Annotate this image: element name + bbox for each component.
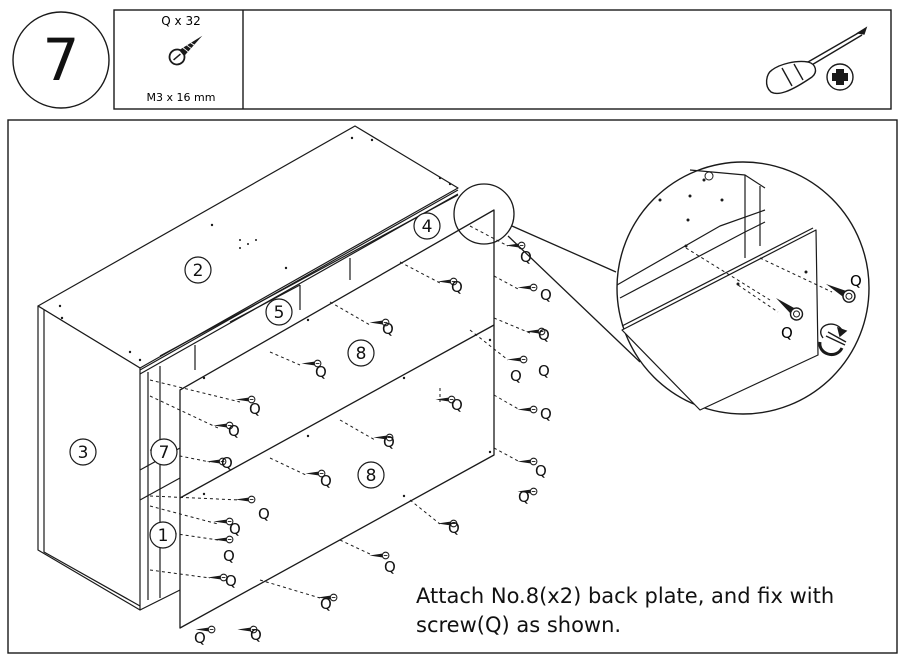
hardware-quantity: Q x 32 xyxy=(161,14,200,28)
screw-label-q: Q xyxy=(258,505,270,523)
hardware-size: M3 x 16 mm xyxy=(147,91,216,104)
screw-label-q: Q xyxy=(510,367,522,385)
top-holes xyxy=(58,136,452,362)
screw-label-q: Q xyxy=(383,433,395,451)
step-circle xyxy=(12,11,110,109)
screw-label-q: Q xyxy=(518,488,530,506)
screw-label-q: Q xyxy=(384,558,396,576)
part-number: 7 xyxy=(159,443,170,463)
screw-label-q: Q xyxy=(538,362,550,380)
screw-labels: Q Q Q Q Q Q Q Q Q Q Q Q Q Q Q Q Q Q Q Q … xyxy=(194,248,552,647)
part-2-callout xyxy=(184,256,212,284)
screw-label-q: Q xyxy=(382,320,394,338)
screw-label-q: Q xyxy=(451,396,463,414)
screw-label-q: Q xyxy=(228,422,240,440)
hardware-box xyxy=(113,9,892,110)
screw-label-q: Q xyxy=(538,326,550,344)
part-number: 2 xyxy=(193,261,204,281)
screw-label-q: Q xyxy=(225,572,237,590)
part-8-callout xyxy=(357,461,385,489)
part-number: 5 xyxy=(274,303,285,323)
back-plates xyxy=(179,209,495,629)
screw-label-q: Q xyxy=(535,462,547,480)
screw-label-q: Q xyxy=(249,400,261,418)
screw-guides xyxy=(149,225,531,599)
part-number: 8 xyxy=(366,466,377,486)
step-number: 7 xyxy=(43,26,80,94)
screw-label-q: Q xyxy=(229,520,241,538)
instruction-line-1: Attach No.8(x2) back plate, and fix with xyxy=(416,584,834,608)
screw-label-q: Q xyxy=(520,248,532,266)
part-3-callout xyxy=(69,438,97,466)
screw-icon xyxy=(168,35,203,66)
screw-label-q: Q xyxy=(223,547,235,565)
part-number: 1 xyxy=(158,526,169,546)
screw-label-q: Q xyxy=(540,405,552,423)
part-8-callout xyxy=(347,339,375,367)
screw-label-q: Q xyxy=(250,626,262,644)
screw-label-q: Q xyxy=(221,454,233,472)
rotation-arrow-icon xyxy=(818,323,848,357)
screw-label-q: Q xyxy=(320,595,332,613)
screw-label-q: Q xyxy=(448,519,460,537)
part-4-callout xyxy=(413,212,441,240)
instruction-line-2: screw(Q) as shown. xyxy=(416,613,621,637)
part-7-callout xyxy=(150,438,178,466)
screw-label-q: Q xyxy=(194,629,206,647)
phillips-screwdriver-icon xyxy=(765,26,868,95)
part-number: 4 xyxy=(422,217,433,237)
screw-label-q: Q xyxy=(315,363,327,381)
part-1-callout xyxy=(149,521,177,549)
detail-source-circle xyxy=(453,183,515,245)
part-number: 3 xyxy=(78,443,89,463)
part-number: 8 xyxy=(356,344,367,364)
screw-label-q: Q xyxy=(781,324,793,342)
screw-label-q: Q xyxy=(451,278,463,296)
page-border xyxy=(7,119,898,654)
screw-label-q: Q xyxy=(320,472,332,490)
part-5-callout xyxy=(265,298,293,326)
detail-view: Q Q xyxy=(616,161,870,415)
screw-label-q: Q xyxy=(540,286,552,304)
screw-label-q: Q xyxy=(850,272,862,290)
